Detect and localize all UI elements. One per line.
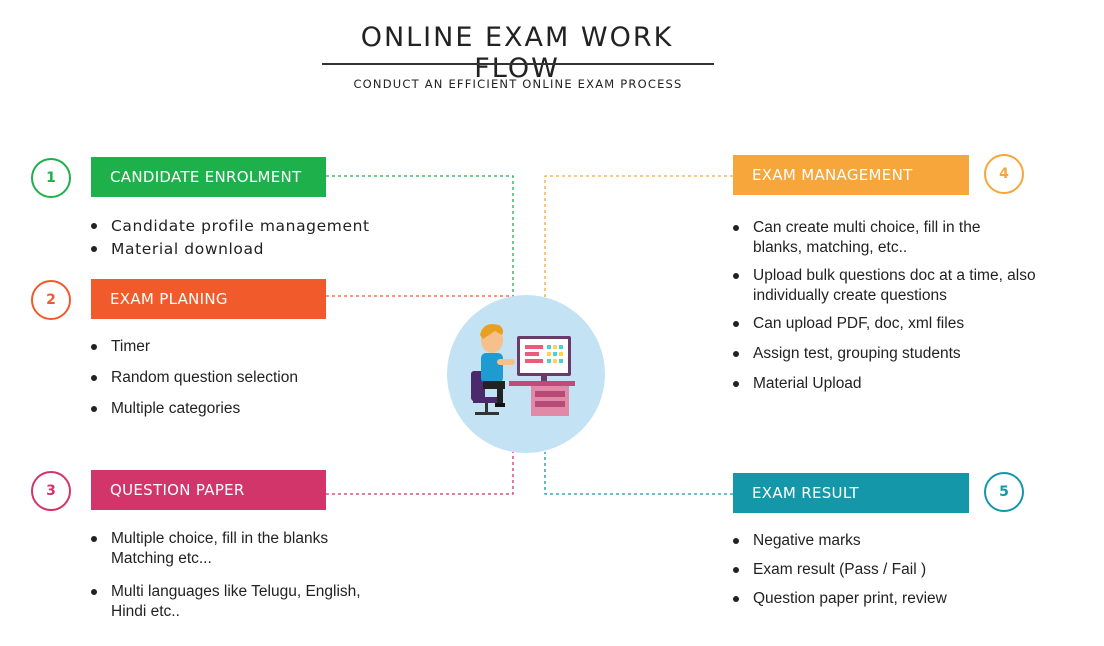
connector-4	[544, 175, 733, 297]
step-1-number: 1	[31, 158, 71, 198]
list-item: Multiple categories	[91, 399, 411, 419]
step-5-banner: EXAM RESULT	[733, 473, 969, 513]
list-item: Multi languages like Telugu, English, Hi…	[91, 582, 431, 622]
step-2-banner: EXAM PLANING	[91, 279, 326, 319]
page-title: ONLINE EXAM WORK FLOW	[360, 22, 674, 84]
list-item: Random question selection	[91, 368, 411, 388]
step-5-number: 5	[984, 472, 1024, 512]
connector-5	[544, 452, 733, 495]
step-1-banner: CANDIDATE ENROLMENT	[91, 157, 326, 197]
list-item: Upload bulk questions doc at a time, als…	[733, 266, 1083, 306]
list-item: Can upload PDF, doc, xml files	[733, 314, 1083, 334]
step-5-list: Negative marks Exam result (Pass / Fail …	[733, 531, 1073, 609]
step-3-number: 3	[31, 471, 71, 511]
list-item: Negative marks	[733, 531, 1073, 551]
step-4-number: 4	[984, 154, 1024, 194]
connector-3	[326, 452, 514, 495]
step-1-list: Candidate profile management Material do…	[91, 216, 411, 262]
center-hub	[447, 295, 605, 453]
list-item: Material download	[91, 239, 411, 259]
list-item: Multiple choice, fill in the blanks Matc…	[91, 529, 431, 569]
list-item: Question paper print, review	[733, 589, 1073, 609]
step-3-banner: QUESTION PAPER	[91, 470, 326, 510]
step-4-banner: EXAM MANAGEMENT	[733, 155, 969, 195]
list-item: Assign test, grouping students	[733, 344, 1083, 364]
step-4-list: Can create multi choice, fill in the bla…	[733, 218, 1083, 394]
connector-1	[326, 175, 514, 297]
person-at-computer-icon	[471, 324, 575, 416]
list-item: Can create multi choice, fill in the bla…	[733, 218, 1083, 258]
list-item: Exam result (Pass / Fail )	[733, 560, 1073, 580]
list-item: Candidate profile management	[91, 216, 411, 236]
page-subtitle: CONDUCT AN EFFICIENT ONLINE EXAM PROCESS	[353, 77, 683, 91]
step-2-list: Timer Random question selection Multiple…	[91, 337, 411, 419]
title-underline	[322, 63, 714, 65]
list-item: Material Upload	[733, 374, 1083, 394]
list-item: Timer	[91, 337, 411, 357]
step-3-list: Multiple choice, fill in the blanks Matc…	[91, 529, 431, 622]
step-2-number: 2	[31, 280, 71, 320]
